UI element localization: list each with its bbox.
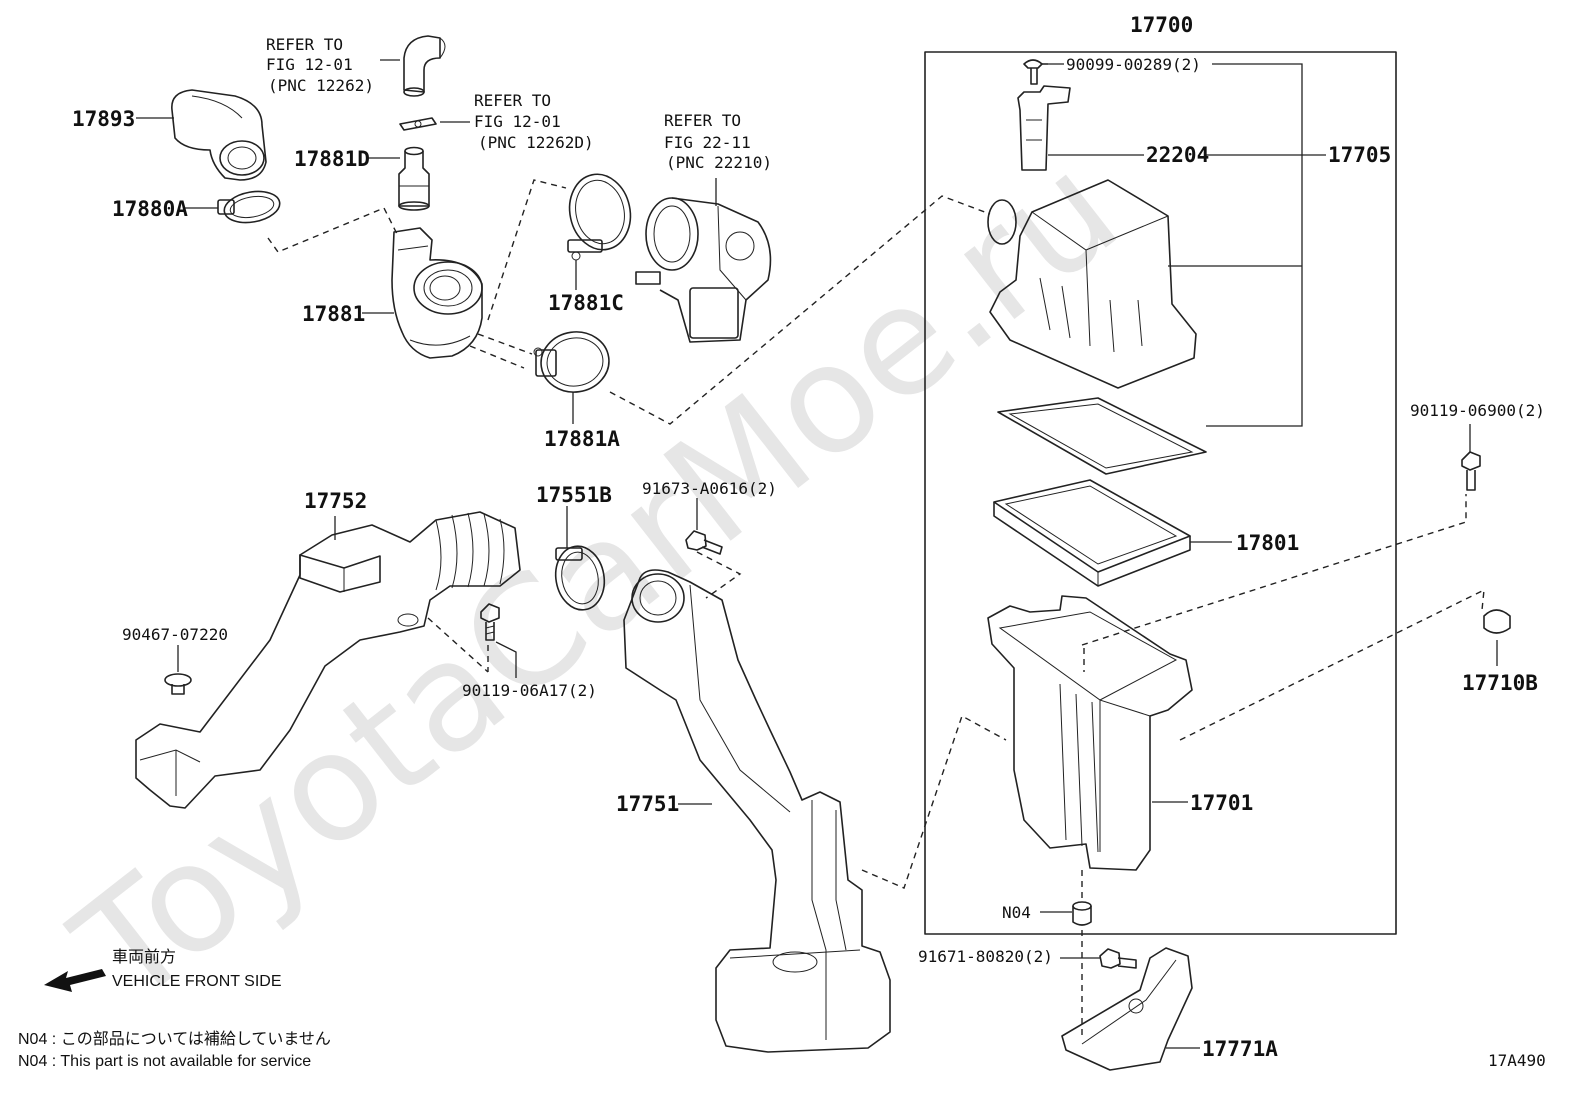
refer-block-12262: REFER TO FIG 12-01 (PNC 12262)	[266, 35, 374, 95]
part-17881-elbow	[391, 227, 483, 359]
part-17893-hose	[171, 89, 267, 181]
part-17705-upper-case	[987, 179, 1197, 389]
watermark: ToyotaCarMoe.ru	[44, 122, 1149, 1039]
part-refer-hose-12262	[403, 35, 446, 97]
part-filter-gasket	[997, 397, 1207, 475]
part-90119-06900-bolt	[1461, 451, 1481, 491]
label-17881C: 17881C	[548, 291, 624, 315]
label-17751: 17751	[616, 792, 679, 816]
part-91671-bolt	[1099, 948, 1137, 969]
label-17551B: 17551B	[536, 483, 612, 507]
part-17751-inlet-duct	[623, 569, 891, 1053]
label-17881A: 17881A	[544, 427, 620, 451]
part-throttle-body-22210	[635, 197, 772, 343]
part-17881A-clamp	[533, 331, 610, 393]
label-90119-06A17: 90119-06A17(2)	[462, 681, 597, 700]
label-17710B: 17710B	[1462, 671, 1538, 695]
part-17801-filter-element	[993, 479, 1191, 587]
refer-line3: (PNC 22210)	[666, 153, 772, 172]
label-17801: 17801	[1236, 531, 1299, 555]
assembly-box-17700	[924, 51, 1397, 935]
dashed-connector-lines	[267, 63, 1485, 1040]
part-17752-intake-duct	[135, 511, 521, 809]
part-90119-06A17-bolt	[480, 603, 500, 641]
label-90099-00289: 90099-00289(2)	[1066, 55, 1201, 74]
direction-label-jp: 車両前方	[112, 948, 176, 966]
refer-line1: REFER TO	[474, 91, 551, 110]
label-22204: 22204	[1146, 143, 1209, 167]
figure-code: 17A490	[1488, 1051, 1546, 1070]
label-17705: 17705	[1328, 143, 1391, 167]
label-17880A: 17880A	[112, 197, 188, 221]
label-17771A: 17771A	[1202, 1037, 1278, 1061]
label-17700: 17700	[1130, 13, 1193, 37]
label-90467-07220: 90467-07220	[122, 625, 228, 644]
vehicle-front-arrow-icon	[44, 969, 106, 992]
part-90099-screw	[1023, 59, 1043, 85]
leader-lines	[136, 59, 1498, 1049]
part-17701-lower-case	[987, 595, 1193, 871]
label-17701: 17701	[1190, 791, 1253, 815]
refer-block-12262D: REFER TO FIG 12-01 (PNC 12262D)	[474, 91, 594, 152]
label-17881D: 17881D	[294, 147, 370, 171]
part-17881D-nipple	[398, 146, 430, 211]
refer-line2: FIG 22-11	[664, 133, 751, 152]
label-17752: 17752	[304, 489, 367, 513]
label-91671-80820: 91671-80820(2)	[918, 947, 1053, 966]
label-N04: N04	[1002, 903, 1031, 922]
part-17710B-grommet	[1483, 609, 1511, 634]
note-en: N04 : This part is not available for ser…	[18, 1053, 311, 1070]
label-17881: 17881	[302, 302, 365, 326]
label-17893: 17893	[72, 107, 135, 131]
label-91673-A0616: 91673-A0616(2)	[642, 479, 777, 498]
part-90467-clip	[164, 673, 192, 695]
refer-line1: REFER TO	[664, 111, 741, 130]
part-17771A-bracket	[1061, 947, 1193, 1071]
refer-block-22210: REFER TO FIG 22-11 (PNC 22210)	[664, 111, 772, 172]
refer-line3: (PNC 12262)	[268, 76, 374, 95]
refer-line1: REFER TO	[266, 35, 343, 54]
part-17880A-clamp	[217, 190, 281, 224]
part-22204-sensor	[1017, 85, 1071, 171]
part-17551B-clamp	[554, 545, 606, 611]
part-refer-clip-12262D	[399, 117, 437, 131]
refer-line3: (PNC 12262D)	[478, 133, 594, 152]
refer-line2: FIG 12-01	[266, 55, 353, 74]
note-jp: N04 : この部品については補給していません	[18, 1030, 331, 1048]
part-17881C-clamp	[567, 173, 632, 261]
label-90119-06900: 90119-06900(2)	[1410, 401, 1545, 420]
part-N04-damper	[1072, 901, 1092, 926]
direction-label-en: VEHICLE FRONT SIDE	[112, 973, 282, 990]
part-91673-bolt	[685, 530, 723, 555]
refer-line2: FIG 12-01	[474, 112, 561, 131]
